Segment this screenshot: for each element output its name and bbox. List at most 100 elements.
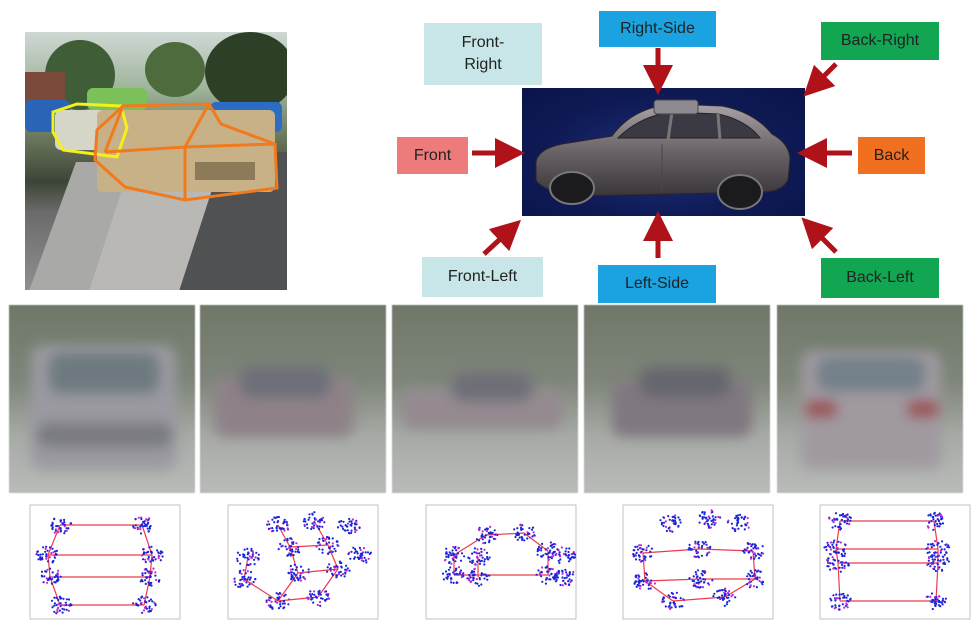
keypoint-sample (293, 579, 296, 582)
keypoint-sample (140, 601, 143, 604)
keypoint-sample (137, 516, 140, 519)
keypoint-sample (475, 551, 478, 554)
keypoint-sample (693, 546, 696, 549)
keypoint-sample (698, 586, 701, 589)
keypoint-sample (636, 583, 639, 587)
keypoint-sample (941, 540, 944, 543)
keypoint-sample (700, 554, 703, 557)
keypoint-sample (51, 577, 54, 581)
keypoint-sample (694, 584, 697, 588)
keypoint-sample (152, 567, 155, 570)
keypoint-sample (564, 582, 567, 585)
keypoint-sample (44, 550, 47, 553)
keypoint-sample (934, 604, 937, 608)
keypoint-sample (311, 597, 314, 600)
window-pillar (716, 113, 722, 141)
keypoint-sample (556, 576, 559, 579)
keypoint-sample (476, 582, 479, 585)
keypoint-sample (549, 541, 552, 544)
keypoint-sample (553, 574, 556, 578)
keypoint-sample (731, 593, 734, 596)
keypoint-sample (660, 521, 664, 524)
keypoint-sample (344, 572, 347, 575)
keypoint-sample (737, 527, 740, 530)
keypoint-sample (571, 573, 574, 576)
keypoint-sample (239, 562, 242, 565)
keypoint-sample (275, 529, 279, 532)
keypoint-sample (67, 609, 70, 612)
keypoint-sample (243, 556, 247, 559)
keypoint-sample (645, 546, 648, 549)
keypoint-sample (146, 596, 149, 599)
keypoint-sample (829, 541, 833, 544)
keypoint-sample (132, 602, 135, 605)
keypoint-sample (35, 553, 38, 556)
keypoint-sample (555, 578, 558, 582)
keypoint-sample (63, 521, 66, 524)
keypoint-sample (838, 605, 841, 608)
keypoint-link (523, 532, 549, 552)
keypoint-sample (455, 549, 458, 552)
keypoint-sample (489, 525, 492, 528)
keypoint-sample (316, 525, 319, 528)
keypoint-sample (150, 584, 153, 587)
keypoint-sample (284, 545, 287, 548)
keypoint-sample (55, 525, 58, 528)
keypoint-sample (516, 527, 519, 530)
keypoint-sample (842, 596, 845, 599)
keypoint-sample (723, 591, 726, 594)
keypoint-sample (944, 562, 947, 566)
keypoint-sample (936, 555, 939, 558)
keypoint-sample (471, 561, 474, 564)
keypoint-sample (283, 539, 286, 542)
keypoint-link (47, 554, 51, 578)
keypoint-sample (696, 569, 700, 572)
keypoint-sample (930, 546, 933, 549)
keypoint-sample (556, 548, 559, 551)
keypoint-sample (364, 559, 368, 562)
keypoint-sample (60, 604, 63, 607)
keypoint-sample (559, 558, 562, 561)
keypoint-sample (751, 575, 754, 578)
keypoint-sample (746, 583, 749, 586)
keypoint-sample (283, 606, 286, 609)
keypoint-sample (930, 592, 934, 595)
keypoint-sample (634, 575, 637, 578)
keypoint-sample (647, 587, 650, 590)
keypoint-sample (309, 590, 312, 593)
keypoint-sample (673, 602, 677, 605)
keypoint-sample (551, 543, 554, 547)
keypoint-sample (238, 571, 241, 574)
keypoint-sample (927, 562, 930, 566)
keypoint-sample (930, 520, 933, 523)
keypoint-sample (53, 556, 57, 559)
keypoint-sample (61, 611, 64, 614)
keypoint-sample (159, 552, 162, 555)
plot-axes (622, 504, 774, 620)
keypoint-sample (699, 576, 702, 579)
label-front-left: Front-Left (422, 257, 543, 297)
keypoint-sample (928, 551, 931, 554)
keypoint-sample (246, 556, 249, 559)
keypoint-sample (59, 528, 62, 531)
keypoint-sample (711, 515, 714, 518)
keypoint-sample (679, 597, 682, 600)
keypoint-sample (65, 529, 68, 532)
keypoint-sample (568, 571, 571, 574)
keypoint-sample (567, 554, 571, 557)
keypoint-sample (351, 518, 354, 521)
keypoint-sample (148, 610, 151, 613)
keypoint-sample (714, 518, 717, 522)
keypoint-sample (322, 539, 325, 543)
keypoint-sample (825, 548, 828, 551)
keypoint-sample (644, 556, 647, 559)
keypoint-sample (267, 527, 270, 530)
windshield-blob (49, 353, 159, 393)
keypoint-sample (57, 578, 60, 581)
keypoint-sample (354, 523, 357, 526)
keypoint-sample (942, 555, 945, 558)
keypoint-sample (472, 579, 475, 582)
keypoint-sample (356, 552, 359, 555)
keypoint-sample (289, 537, 292, 540)
keypoint-sample (841, 554, 844, 557)
